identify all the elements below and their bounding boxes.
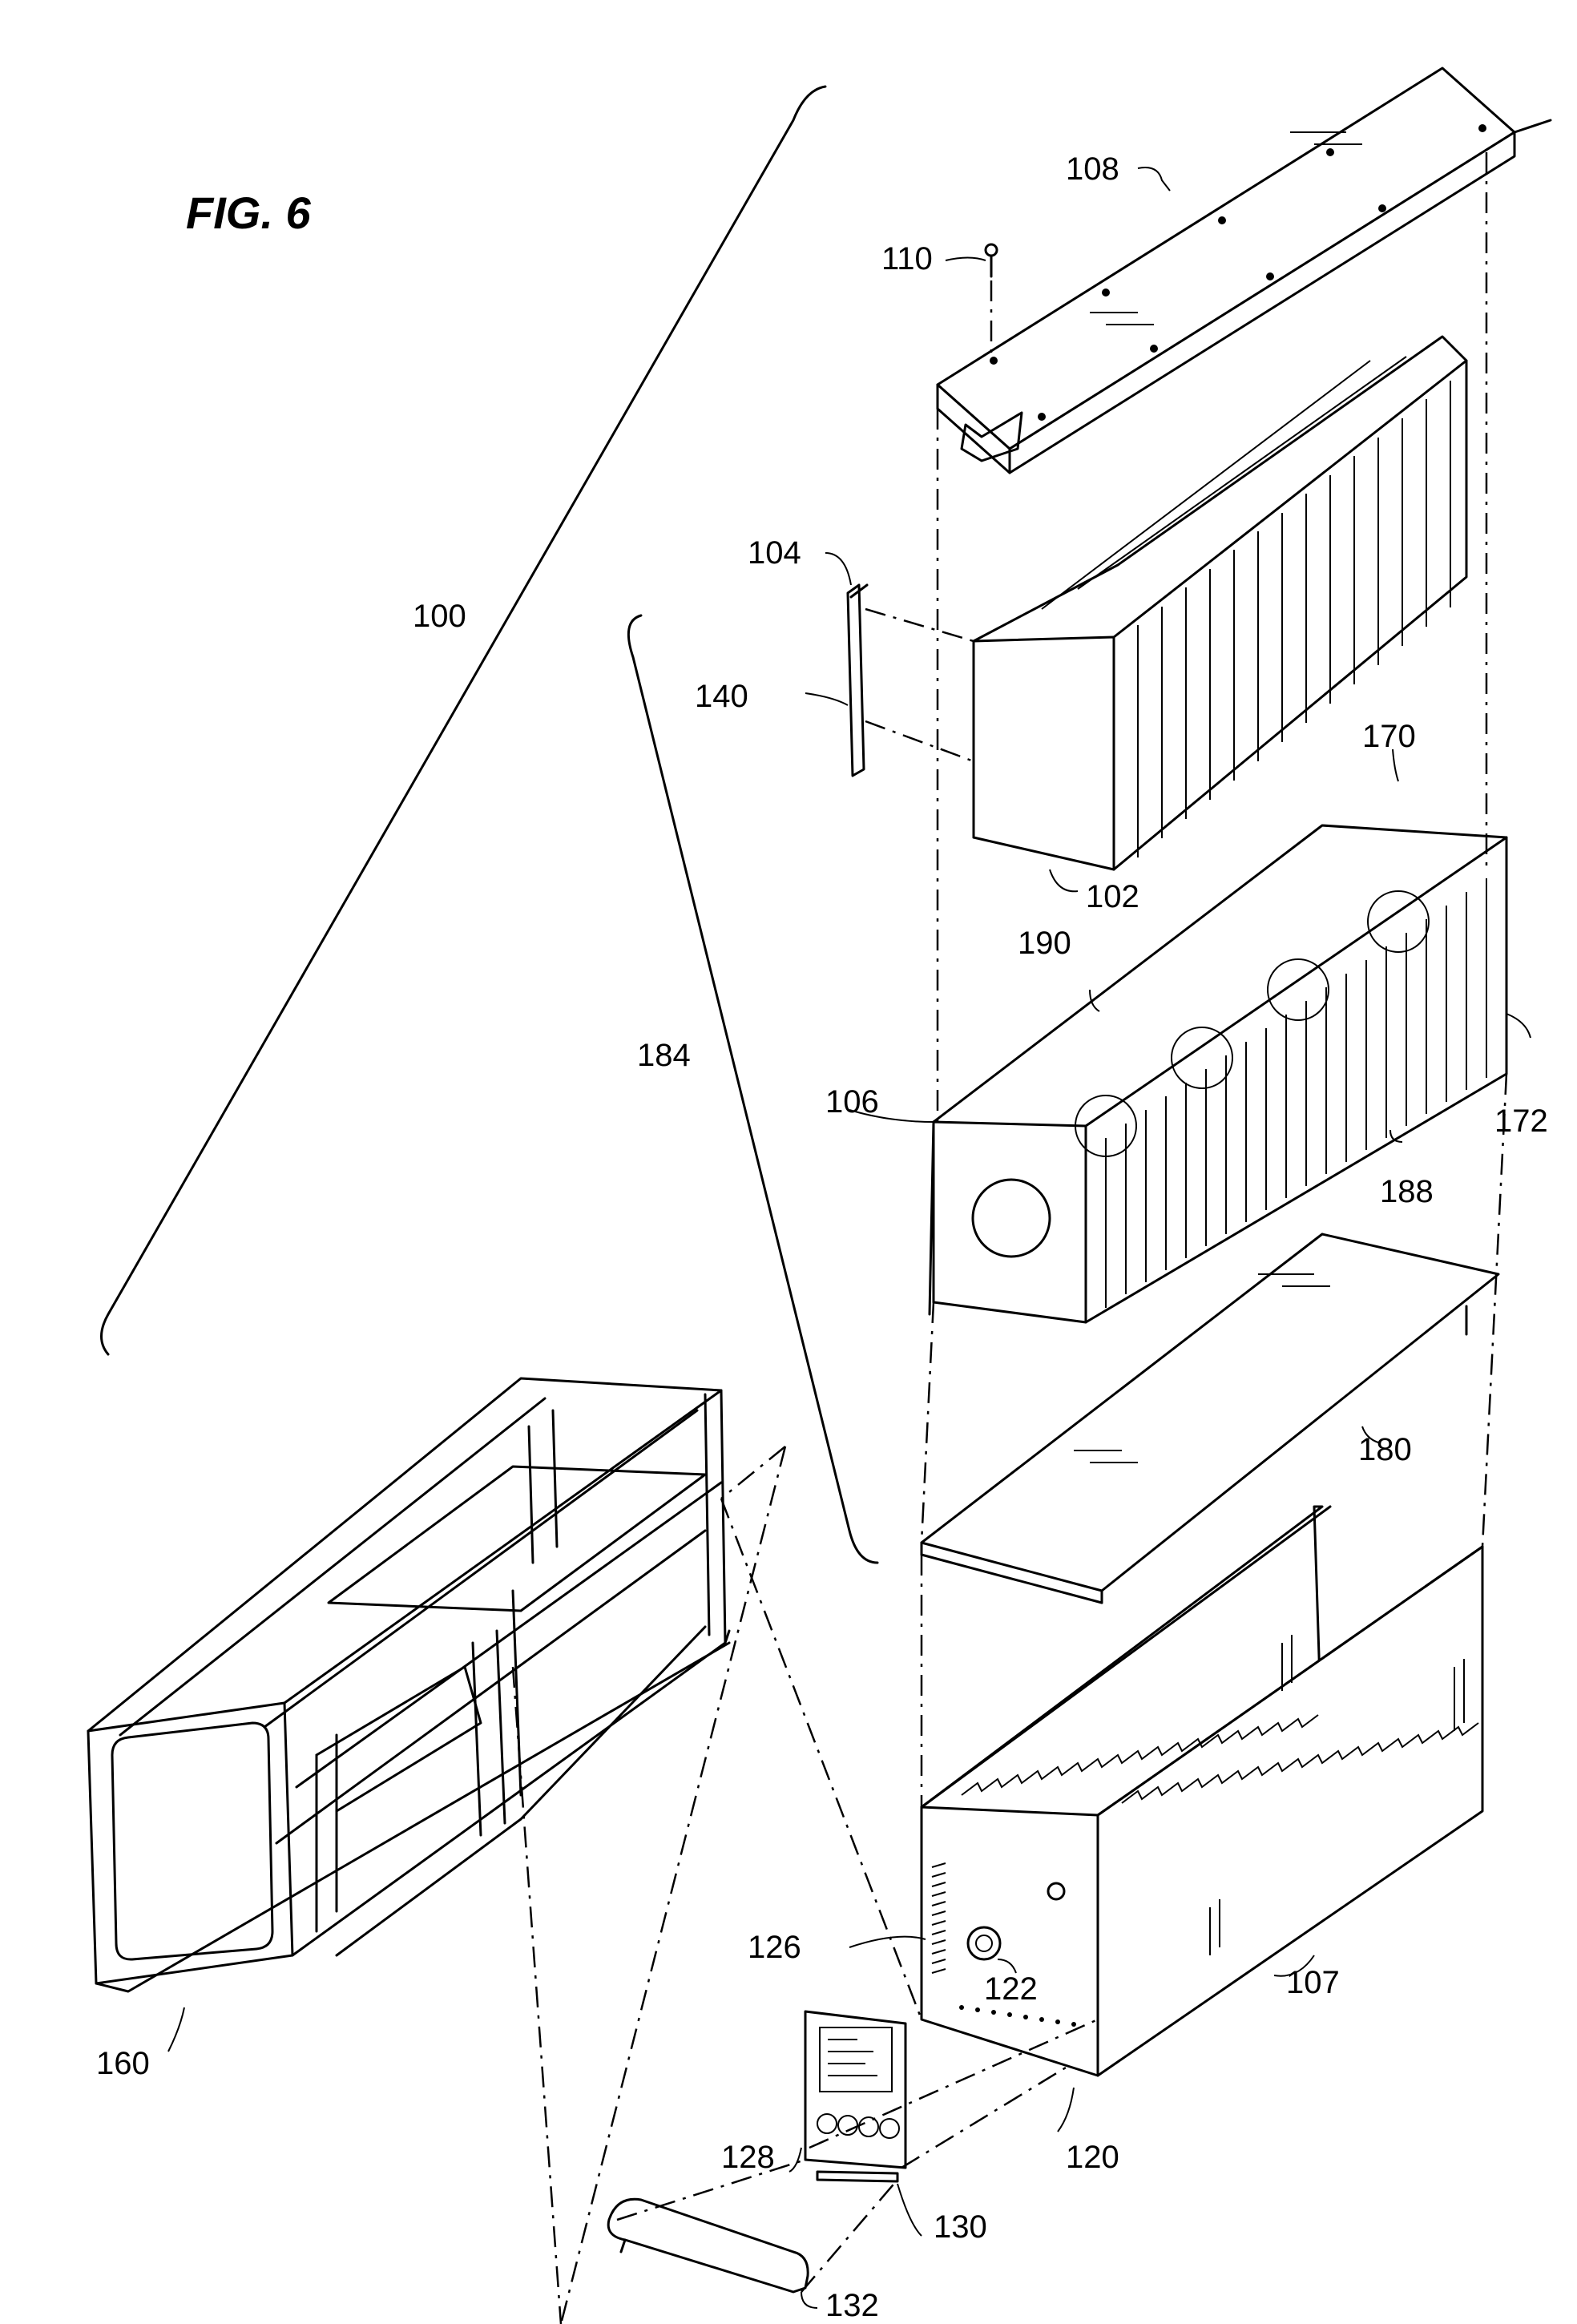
gasket-130 — [816, 2170, 899, 2183]
screw-110 — [984, 243, 998, 353]
vent-slots — [931, 1862, 946, 1974]
reference-labels: 100 102 104 106 107 108 110 120 122 126 … — [96, 151, 1548, 2323]
label-126: 126 — [748, 1930, 801, 1965]
housing-107 — [920, 1505, 1484, 2077]
label-128: 128 — [721, 2140, 775, 2175]
label-110: 110 — [881, 241, 933, 276]
label-188: 188 — [1380, 1174, 1434, 1209]
frame-160 — [87, 1377, 731, 1993]
label-190: 190 — [1018, 926, 1071, 961]
interconnect-strap-140 — [846, 583, 974, 777]
label-160: 160 — [96, 2046, 150, 2081]
label-120: 120 — [1066, 2140, 1119, 2175]
top-cover-108 — [936, 67, 1552, 474]
label-184: 184 — [637, 1038, 691, 1073]
label-130: 130 — [934, 2209, 987, 2245]
figure-title: FIG. 6 — [186, 188, 311, 238]
label-122: 122 — [984, 1971, 1038, 2007]
label-180: 180 — [1358, 1432, 1412, 1467]
bracket-184 — [627, 614, 879, 1564]
label-108: 108 — [1066, 151, 1119, 187]
tray-106 — [928, 824, 1508, 1324]
connector-122 — [966, 1882, 1066, 1961]
label-140: 140 — [695, 679, 748, 714]
label-100: 100 — [413, 599, 466, 634]
label-104: 104 — [748, 535, 801, 571]
label-107: 107 — [1286, 1965, 1340, 2000]
bracket-100 — [100, 85, 827, 1356]
bottom-plate-180 — [920, 1233, 1500, 1604]
label-106: 106 — [825, 1084, 879, 1120]
label-plate-128 — [804, 2010, 907, 2169]
label-102: 102 — [1086, 879, 1139, 914]
label-170: 170 — [1362, 719, 1416, 754]
handle-132 — [607, 2197, 809, 2294]
leader-lines — [167, 167, 1531, 2309]
label-132: 132 — [825, 2288, 879, 2323]
label-172: 172 — [1494, 1103, 1548, 1139]
cell-stack-102 — [972, 335, 1468, 871]
